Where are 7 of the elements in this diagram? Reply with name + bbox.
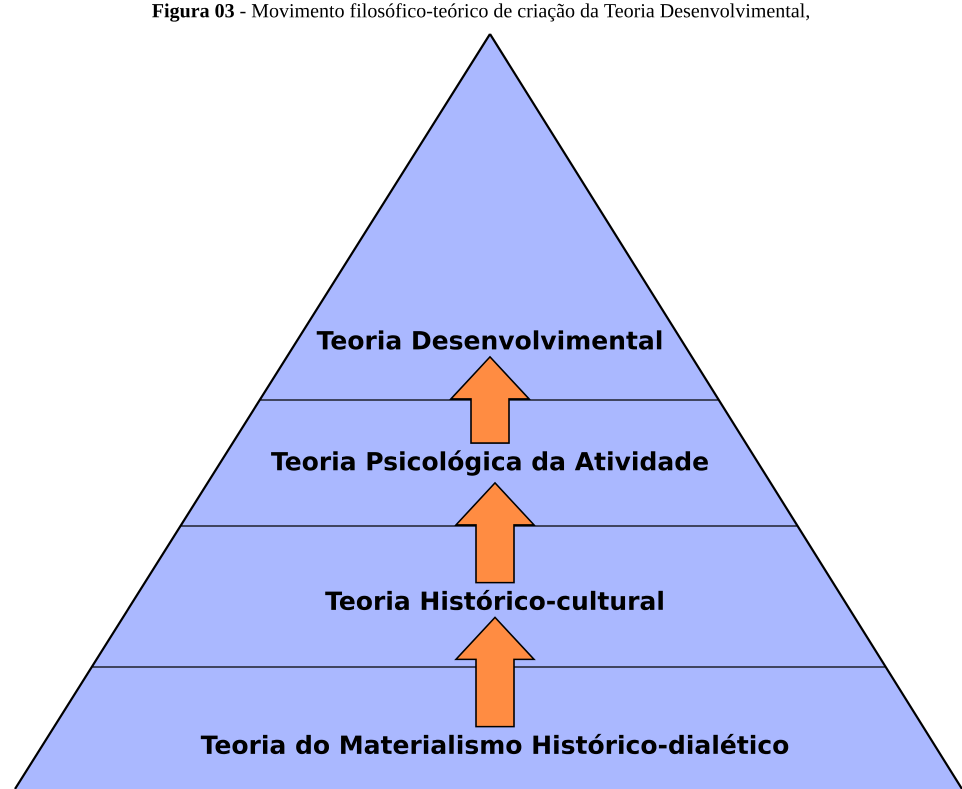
pyramid-level: Teoria Psicológica da Atividade bbox=[180, 400, 798, 526]
block-arrow bbox=[454, 482, 536, 584]
pyramid-level: Teoria Histórico-cultural bbox=[92, 526, 886, 667]
block-arrow bbox=[454, 616, 536, 728]
block-arrow bbox=[449, 356, 531, 444]
pyramid-level: Teoria do Materialismo Histórico-dialético bbox=[15, 667, 962, 789]
figure-title: Figura 03 - Movimento filosófico-teórico de criação da Teoria Desenvolvimental, bbox=[152, 3, 809, 22]
